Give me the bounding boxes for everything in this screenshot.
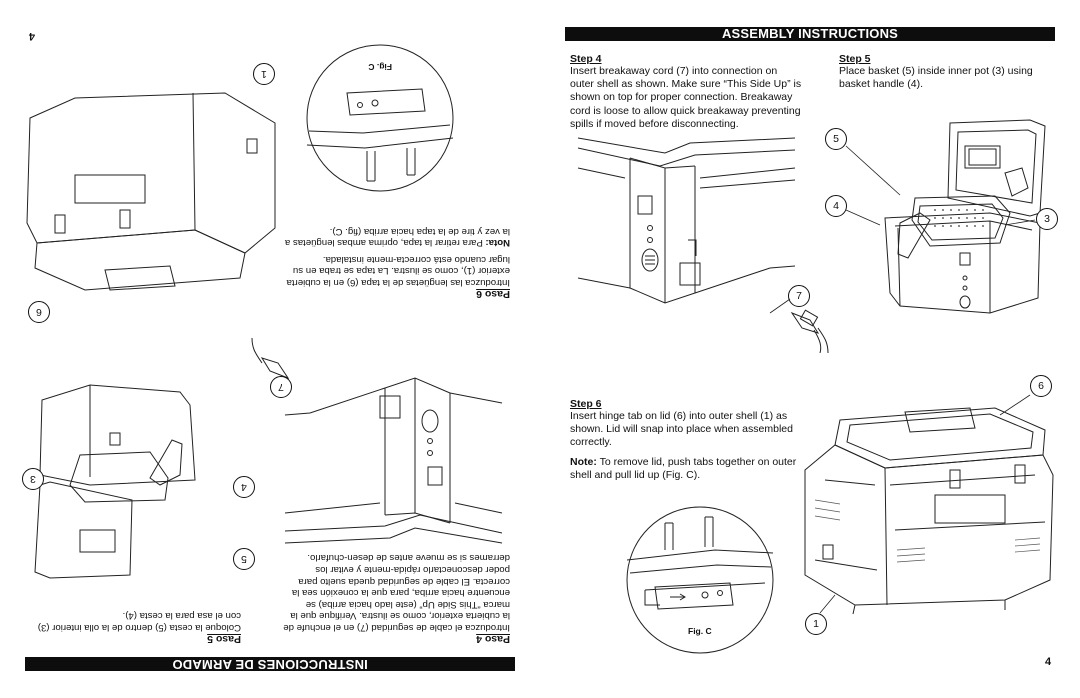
page-number-es: 4 <box>28 30 35 42</box>
callout-4-paso5: 4 <box>233 476 255 498</box>
paso6-block: Paso 6 Introduzca las lengüetas de la ta… <box>278 225 510 300</box>
paso4-illustration <box>250 338 510 553</box>
paso5-block: Paso 5 Coloque la cesta (5) dentro de la… <box>31 610 241 645</box>
paso6-note: Nota: Para retirar la tapa, oprima ambas… <box>278 225 510 249</box>
paso4-text: Introduzca el cable de seguridad (7) en … <box>283 552 510 633</box>
callout-1-step6: 1 <box>805 613 827 635</box>
callout-1-paso6: 1 <box>253 63 275 85</box>
nota-text: Para retirar la tapa, oprima ambas lengü… <box>284 225 510 249</box>
step6-block: Step 6 Insert hinge tab on lid (6) into … <box>570 398 802 482</box>
fig-c-label-es: Fig. C <box>368 62 392 72</box>
paso6-title: Paso 6 <box>476 288 510 300</box>
callout-3-paso5: 3 <box>22 468 44 490</box>
step6-note: Note: To remove lid, push tabs together … <box>570 456 802 482</box>
armado-banner: INSTRUCCIONES DE ARMADO <box>25 657 515 672</box>
step4-illustration <box>570 128 830 353</box>
callout-7-paso4: 7 <box>270 376 292 398</box>
callout-6-paso6: 6 <box>28 301 50 323</box>
step6-leader-lines <box>819 394 1031 614</box>
step5-title: Step 5 <box>839 53 871 65</box>
step4-block: Step 4 Insert breakaway cord (7) into co… <box>570 53 802 131</box>
fig-c-illustration-es <box>305 43 455 193</box>
step6-title: Step 6 <box>570 398 602 410</box>
step4-text: Insert breakaway cord (7) into connectio… <box>570 65 802 130</box>
spanish-page-rotated: INSTRUCCIONES DE ARMADO Paso 4 Introduzc… <box>20 30 515 672</box>
fig-c-illustration <box>625 505 775 655</box>
paso4-block: Paso 4 Introduzca el cable de seguridad … <box>278 552 510 645</box>
step6-text: Insert hinge tab on lid (6) into outer s… <box>570 410 793 449</box>
leader-line <box>769 298 791 314</box>
step5-block: Step 5 Place basket (5) inside inner pot… <box>839 53 1049 91</box>
english-page: ASSEMBLY INSTRUCTIONS Step 4 Insert brea… <box>540 0 1080 698</box>
assembly-banner: ASSEMBLY INSTRUCTIONS <box>565 27 1055 41</box>
paso5-text: Coloque la cesta (5) dentro de la olla i… <box>37 610 241 633</box>
callout-3-step5: 3 <box>1036 208 1058 230</box>
nota-label: Nota: <box>485 237 510 249</box>
step4-title: Step 4 <box>570 53 602 65</box>
step6-illustration <box>795 400 1060 615</box>
note-text: To remove lid, push tabs together on out… <box>570 455 797 481</box>
callout-4-step5: 4 <box>825 195 847 217</box>
callout-7-step4: 7 <box>788 285 810 307</box>
step5-text: Place basket (5) inside inner pot (3) us… <box>839 65 1033 91</box>
page-number: 4 <box>1045 656 1052 668</box>
note-label: Note: <box>570 455 597 468</box>
paso4-title: Paso 4 <box>476 633 510 645</box>
paso5-title: Paso 5 <box>207 633 241 645</box>
paso5-illustration <box>30 380 240 580</box>
paso6-text: Introduzca las lengüetas de la tapa (6) … <box>286 253 510 288</box>
spanish-page: INSTRUCCIONES DE ARMADO Paso 4 Introduzc… <box>20 30 515 672</box>
step5-leader-lines <box>845 145 1036 226</box>
callout-5-step5: 5 <box>825 128 847 150</box>
callout-6-step6: 6 <box>1030 375 1052 397</box>
fig-c-label: Fig. C <box>688 626 712 636</box>
paso6-illustration <box>20 83 285 298</box>
callout-5-paso5: 5 <box>233 548 255 570</box>
